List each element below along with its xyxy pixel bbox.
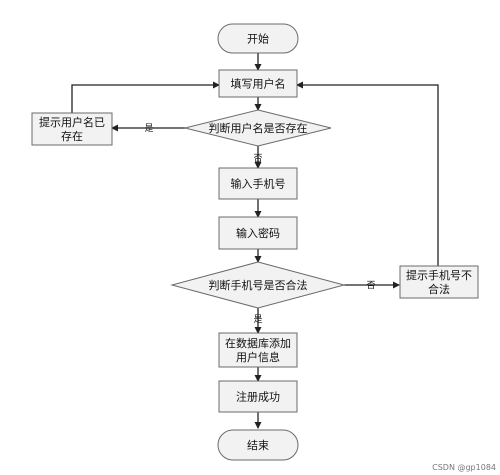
node-start: 开始 — [217, 23, 299, 54]
node-prompt-phone-invalid-line2: 合法 — [428, 282, 450, 296]
node-input-password: 输入密码 — [218, 216, 298, 250]
decision-username-exists-label: 判断用户名是否存在 — [209, 121, 308, 135]
decision-phone-valid: 判断手机号是否合法 — [170, 261, 346, 309]
node-end-label: 结束 — [247, 439, 269, 452]
edge-prompt-invalid-back-to-fill — [296, 81, 439, 266]
node-fill-username: 填写用户名 — [218, 69, 298, 98]
node-prompt-username-exists: 提示用户名已 存在 — [31, 112, 113, 146]
edge-label-username-exists-yes: 是 — [144, 123, 153, 134]
node-prompt-username-exists-line1: 提示用户名已 — [39, 115, 105, 129]
node-input-phone: 输入手机号 — [218, 167, 298, 200]
node-input-phone-label: 输入手机号 — [231, 177, 286, 191]
node-start-label: 开始 — [247, 32, 269, 46]
decision-username-exists: 判断用户名是否存在 — [184, 109, 332, 147]
watermark: CSDN @gp1084 — [432, 463, 496, 472]
edge-label-phone-valid-yes: 是 — [253, 314, 262, 325]
edge-label-username-exists-no: 否 — [253, 153, 262, 164]
node-fill-username-label: 填写用户名 — [231, 77, 286, 91]
node-register-success: 注册成功 — [218, 380, 298, 413]
node-input-password-label: 输入密码 — [236, 226, 280, 240]
node-end: 结束 — [217, 429, 299, 461]
edge-label-phone-valid-no: 否 — [366, 280, 375, 291]
node-register-success-label: 注册成功 — [236, 390, 280, 404]
node-prompt-username-exists-line2: 存在 — [61, 129, 83, 143]
node-add-user-to-db-line1: 在数据库添加 — [225, 336, 291, 350]
edge-prompt-exists-back-to-fill — [71, 81, 220, 113]
decision-phone-valid-label: 判断手机号是否合法 — [209, 278, 308, 292]
node-prompt-phone-invalid-line1: 提示手机号不 — [406, 268, 472, 282]
node-add-user-to-db: 在数据库添加 用户信息 — [218, 332, 298, 368]
connectors — [71, 53, 439, 429]
node-prompt-phone-invalid: 提示手机号不 合法 — [399, 265, 479, 299]
node-add-user-to-db-line2: 用户信息 — [236, 350, 280, 364]
